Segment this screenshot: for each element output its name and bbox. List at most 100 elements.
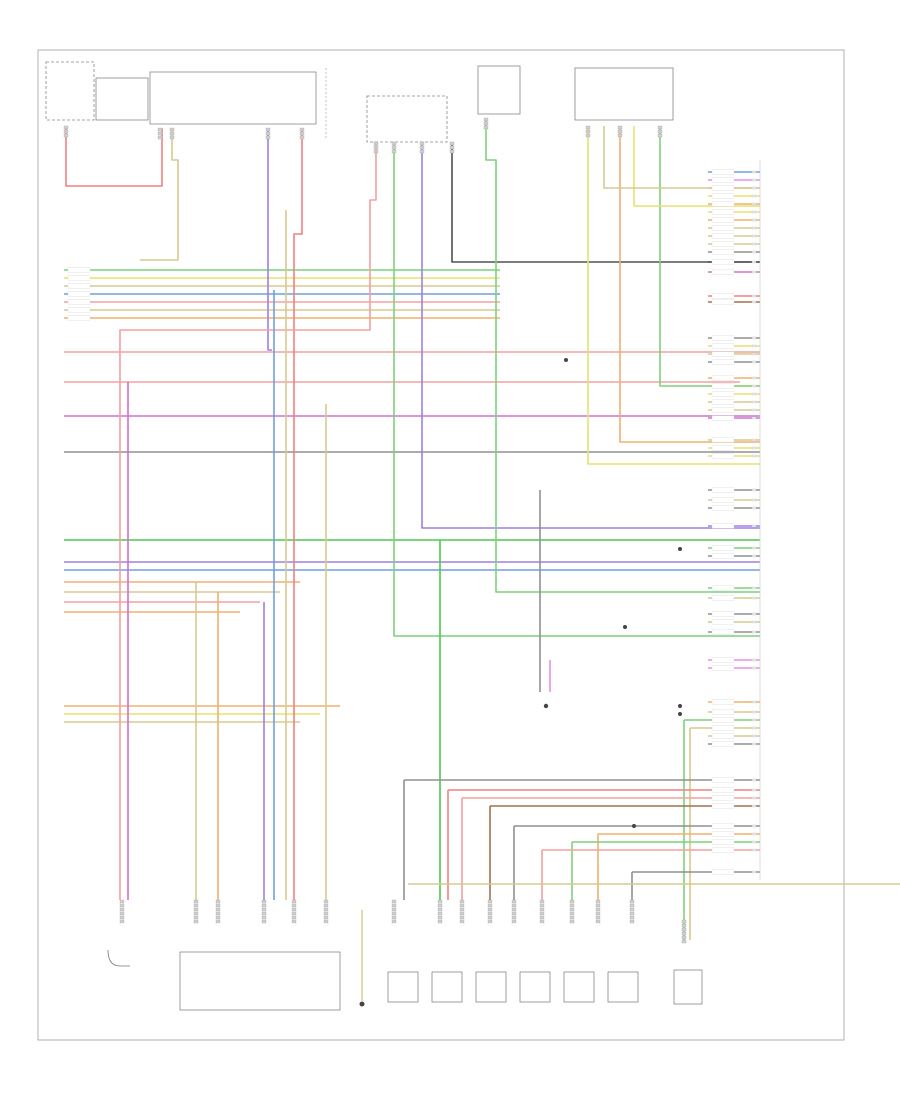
right-tag	[711, 351, 735, 357]
bottom-connector	[261, 919, 267, 924]
component-layer	[45, 61, 761, 1011]
right-pin	[751, 840, 757, 844]
right-pin	[751, 360, 757, 364]
bottom-connector	[437, 899, 443, 904]
right-pin	[751, 218, 757, 222]
top-sensor-box	[366, 95, 448, 143]
bottom-connector	[487, 915, 493, 920]
bottom-connector	[215, 919, 221, 924]
bottom-connector	[193, 911, 199, 916]
relay-pack-e	[603, 126, 760, 189]
bottom-connector	[323, 911, 329, 916]
right-pin	[751, 202, 757, 206]
right-pin	[751, 630, 757, 634]
bottom-connector	[459, 919, 465, 924]
bottom-valve-box	[179, 951, 341, 1011]
ground-point	[359, 1001, 365, 1007]
right-tag	[711, 733, 735, 739]
right-tag	[711, 487, 735, 493]
right-tag	[711, 445, 735, 451]
right-tag	[711, 201, 735, 207]
bottom-connector	[193, 899, 199, 904]
bottom-connector	[569, 911, 575, 916]
bottom-connector	[215, 899, 221, 904]
right-pin	[751, 392, 757, 396]
right-tag	[711, 269, 735, 275]
bottom-connector	[539, 915, 545, 920]
right-tag	[711, 611, 735, 617]
sensor-c-wire	[421, 142, 760, 529]
bottom-connector	[459, 903, 465, 908]
relay-pin-wire	[293, 128, 303, 900]
bottom-connector	[323, 903, 329, 908]
right-tag	[711, 803, 735, 809]
switch-wire	[485, 118, 760, 593]
bottom-connector	[629, 899, 635, 904]
right-pin	[751, 498, 757, 502]
bottom-connector	[629, 903, 635, 908]
bus-tag	[67, 299, 91, 305]
right-pin	[751, 384, 757, 388]
right-tag	[711, 619, 735, 625]
right-pin	[751, 210, 757, 214]
right-tag	[711, 787, 735, 793]
right-tag	[711, 523, 735, 529]
right-tag	[711, 437, 735, 443]
right-pin	[751, 832, 757, 836]
bottom-connector	[193, 903, 199, 908]
right-tag	[711, 497, 735, 503]
right-tag	[711, 553, 735, 559]
top-connector	[483, 117, 489, 122]
right-pin	[751, 260, 757, 264]
top-connector	[585, 125, 591, 130]
bottom-connector	[193, 919, 199, 924]
right-tag	[711, 343, 735, 349]
bottom-connector	[119, 903, 125, 908]
bottom-connector	[291, 911, 297, 916]
right-pin	[751, 242, 757, 246]
right-tag	[711, 545, 735, 551]
right-pin	[751, 612, 757, 616]
bottom-connector	[595, 915, 601, 920]
bottom-connector	[437, 911, 443, 916]
splice-point	[623, 625, 627, 629]
top-connector	[483, 121, 489, 126]
right-pin	[751, 408, 757, 412]
right-tag	[711, 741, 735, 747]
bottom-connector	[459, 911, 465, 916]
right-pin	[751, 186, 757, 190]
bottom-connector	[193, 907, 199, 912]
right-tag	[711, 725, 735, 731]
top-connector	[169, 135, 175, 140]
right-tag	[711, 717, 735, 723]
label-layer	[67, 169, 757, 875]
bottom-connector	[215, 903, 221, 908]
bottom-connector	[629, 915, 635, 920]
relay-feed-wire	[140, 128, 179, 261]
top-connector	[299, 135, 305, 140]
bottom-connector	[595, 899, 601, 904]
bottom-connector	[391, 907, 397, 912]
bottom-connector	[261, 911, 267, 916]
right-pin	[751, 294, 757, 298]
bottom-connector	[291, 915, 297, 920]
bottom-connector	[569, 903, 575, 908]
right-tag	[711, 293, 735, 299]
right-tag	[711, 177, 735, 183]
bottom-unit-1	[387, 971, 419, 1003]
top-connector	[63, 129, 69, 134]
top-connector	[483, 125, 489, 130]
right-pin	[751, 796, 757, 800]
right-tag	[711, 299, 735, 305]
bottom-connector	[681, 939, 687, 944]
top-connector	[157, 127, 163, 132]
bottom-connector	[119, 911, 125, 916]
right-pin	[751, 778, 757, 782]
right-pin	[751, 586, 757, 590]
right-pin	[751, 620, 757, 624]
bottom-connector	[569, 919, 575, 924]
right-tag	[711, 375, 735, 381]
bottom-connector	[681, 931, 687, 936]
top-connector	[585, 129, 591, 134]
bottom-unit-5	[563, 971, 595, 1003]
